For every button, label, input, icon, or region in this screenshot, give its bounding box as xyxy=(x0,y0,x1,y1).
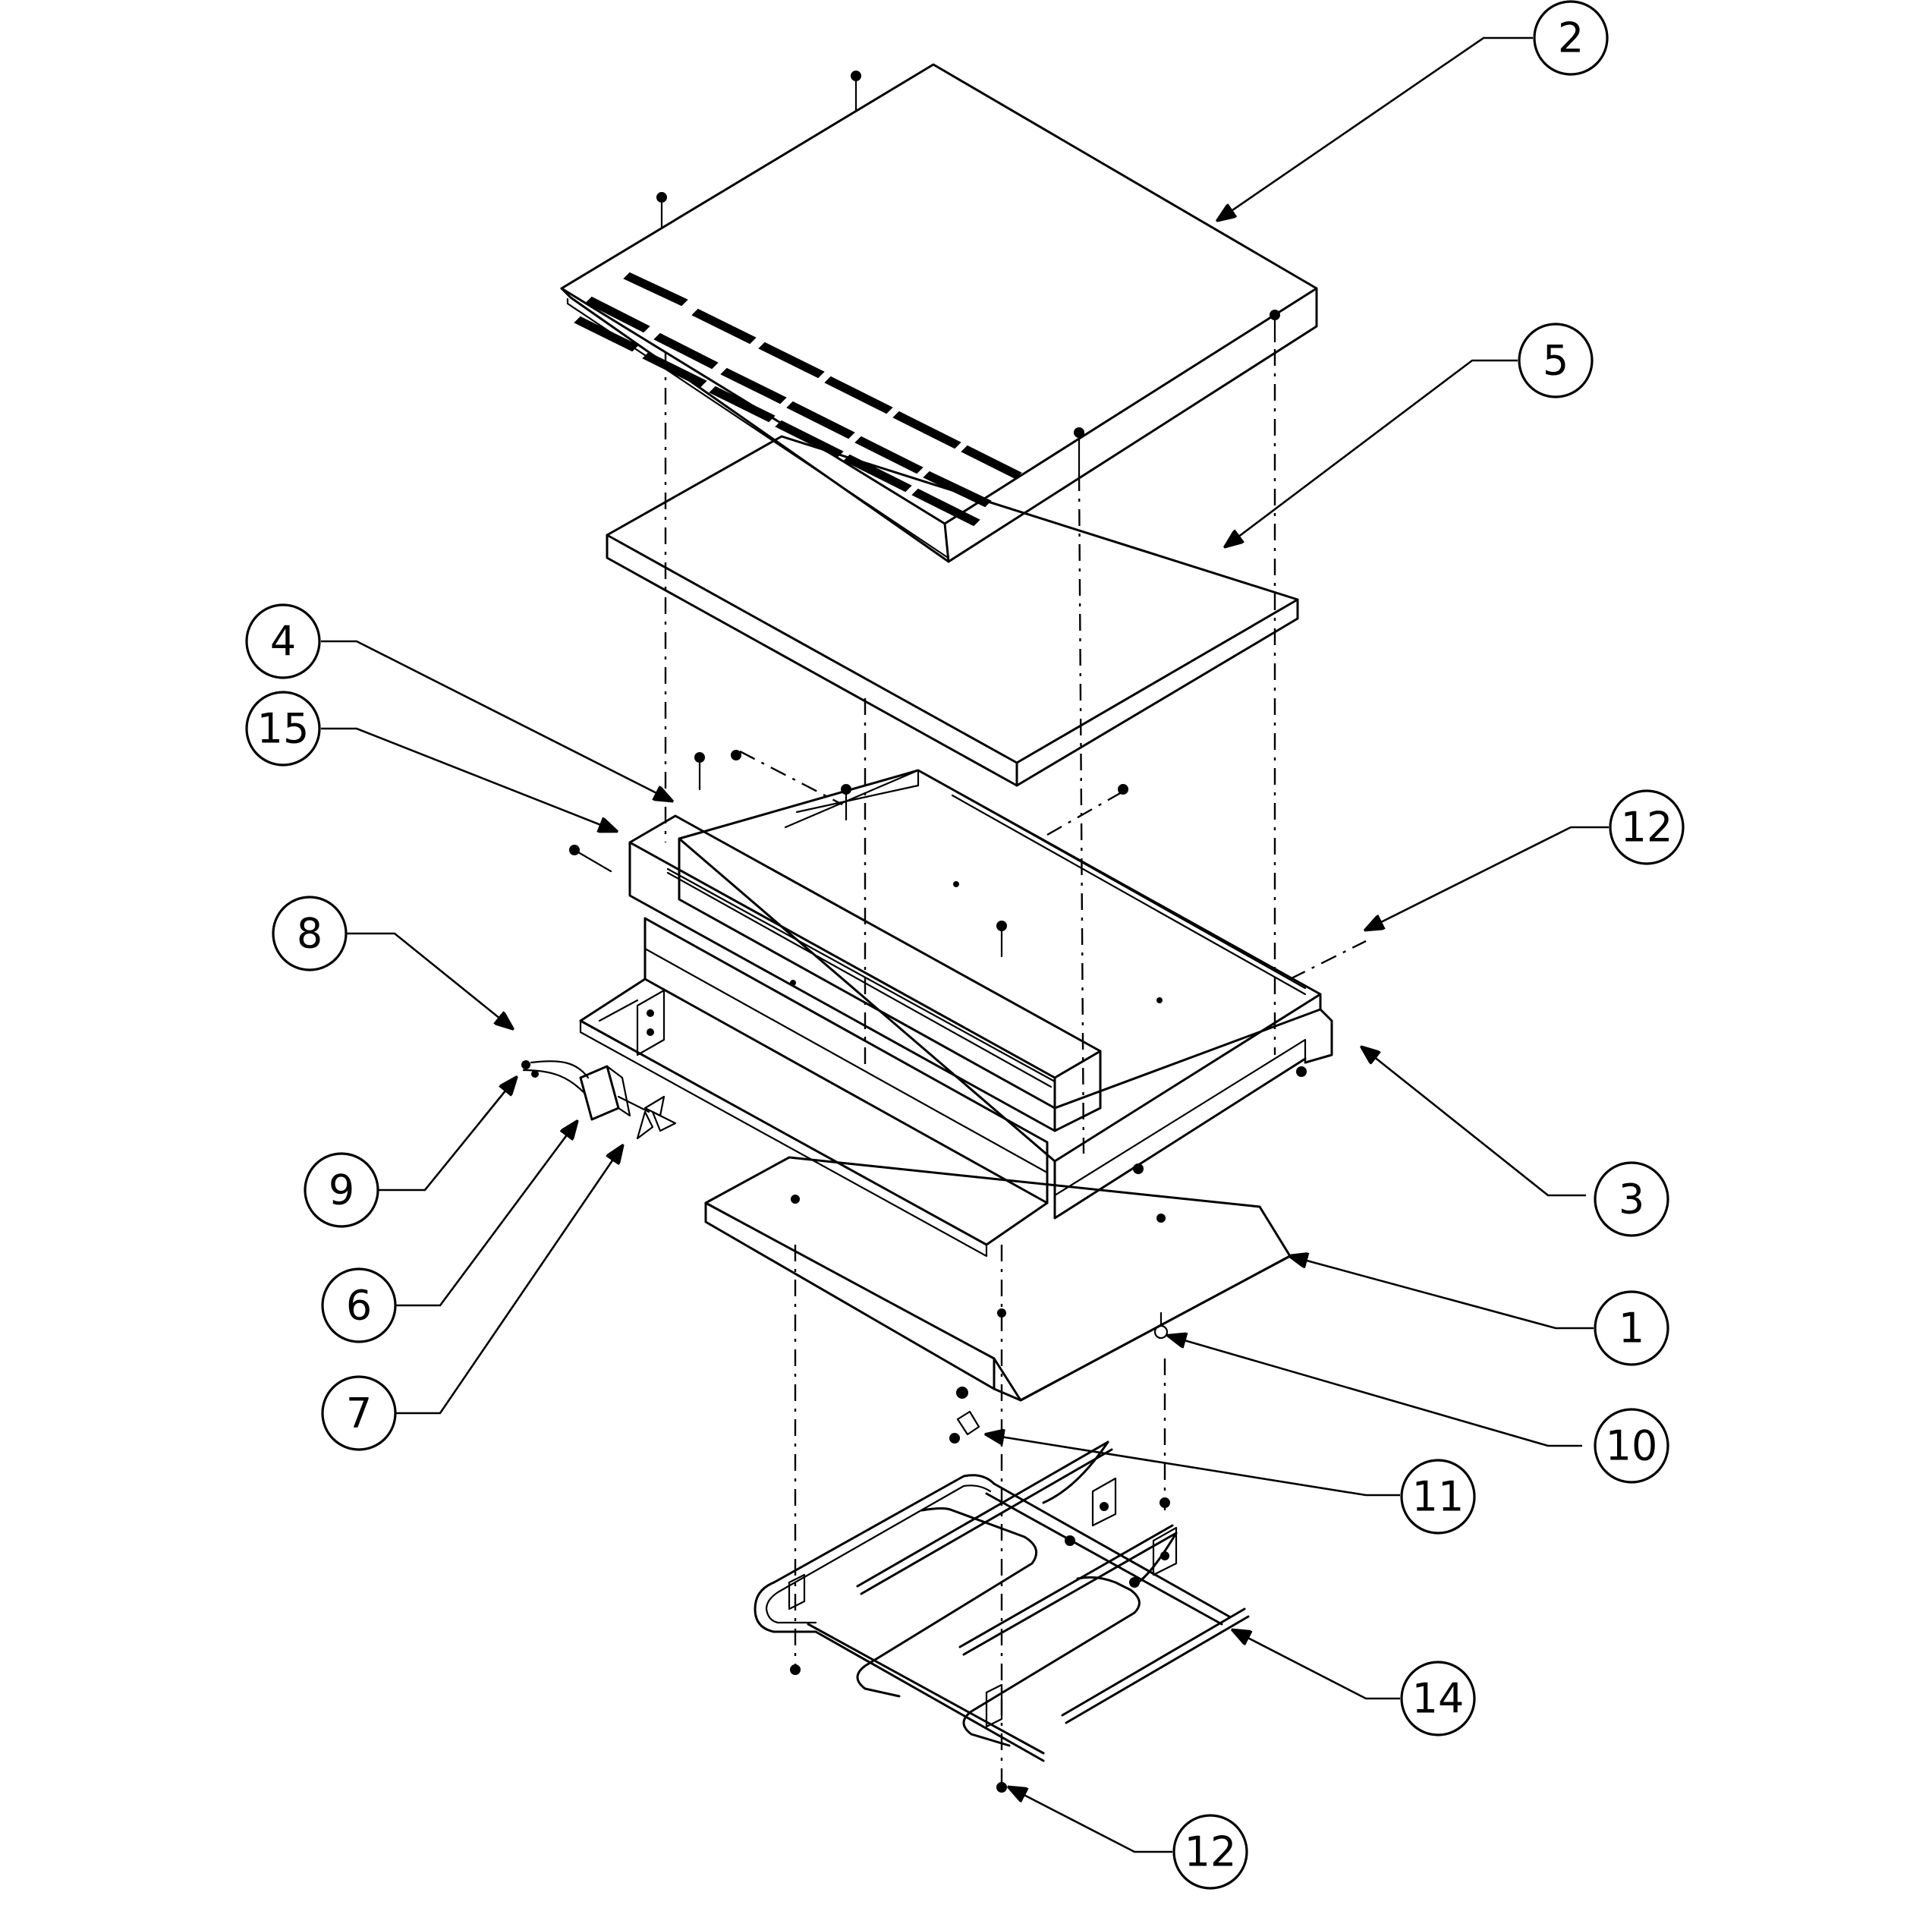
callout-label-2: 2 xyxy=(1558,14,1584,62)
callout-label-6: 6 xyxy=(346,1282,372,1330)
clip-part-10 xyxy=(1153,1311,1169,1340)
callout-3: 3 xyxy=(1594,1161,1669,1237)
callout-15: 15 xyxy=(245,691,321,767)
callout-label-3: 3 xyxy=(1619,1176,1644,1223)
callout-label-11: 11 xyxy=(1412,1473,1465,1521)
top-cover-screws xyxy=(656,71,1280,476)
callout-11: 11 xyxy=(1400,1459,1476,1535)
callout-5: 5 xyxy=(1518,323,1594,398)
fan-motor-part xyxy=(521,1060,677,1140)
callout-label-12-bottom: 12 xyxy=(1185,1828,1237,1876)
callout-12-top: 12 xyxy=(1609,789,1685,865)
callout-1: 1 xyxy=(1594,1290,1669,1366)
chassis-part xyxy=(678,769,1333,1220)
front-rail-part xyxy=(628,814,1102,1132)
callout-2: 2 xyxy=(1533,0,1609,76)
callout-label-15: 15 xyxy=(257,705,310,753)
leader-lines xyxy=(321,36,1609,1853)
callout-9: 9 xyxy=(304,1152,379,1228)
callout-label-5: 5 xyxy=(1543,337,1569,385)
callout-label-12-top: 12 xyxy=(1621,804,1673,852)
lower-channel-part xyxy=(579,917,1049,1258)
callout-7: 7 xyxy=(321,1375,397,1451)
callout-label-7: 7 xyxy=(346,1390,372,1437)
callout-14: 14 xyxy=(1400,1661,1476,1736)
callout-12-bottom: 12 xyxy=(1172,1814,1248,1890)
top-cover-part xyxy=(560,63,1318,563)
callout-label-4: 4 xyxy=(270,618,296,666)
callout-label-8: 8 xyxy=(297,910,323,958)
chassis-screws xyxy=(569,750,1307,1318)
clip-part-11 xyxy=(949,1410,980,1444)
callout-10: 10 xyxy=(1594,1408,1669,1484)
callout-label-10: 10 xyxy=(1606,1422,1658,1470)
callout-8: 8 xyxy=(272,896,348,971)
callout-4: 4 xyxy=(245,603,321,679)
insulation-panel-part xyxy=(606,435,1299,787)
heating-element-part xyxy=(754,1440,1250,1793)
callout-label-14: 14 xyxy=(1412,1675,1465,1723)
callout-6: 6 xyxy=(321,1267,397,1343)
bottom-shield-part xyxy=(704,1156,1292,1402)
callout-label-1: 1 xyxy=(1619,1305,1644,1352)
callout-label-9: 9 xyxy=(329,1167,354,1214)
vent-slots xyxy=(574,272,1022,527)
